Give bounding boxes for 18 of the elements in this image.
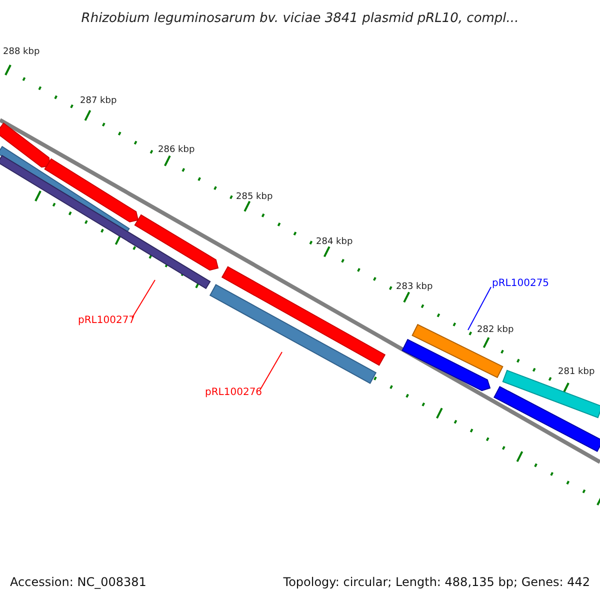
scale-label: 288 kbp: [3, 48, 40, 57]
gene-label: pRL100276: [205, 388, 262, 398]
diagram-title: Rhizobium leguminosarum bv. viciae 3841 plasmid pRL10, compl...: [80, 12, 520, 25]
leader-line: [260, 352, 282, 390]
gene-feature: [0, 154, 211, 290]
footer-text: Accession: NC_008381: [10, 576, 146, 588]
gene-label: pRL100275: [492, 279, 550, 289]
scale-label: 284 kbp: [316, 238, 353, 247]
footer-text: Topology: circular; Length: 488,135 bp; Genes: 442: [283, 576, 590, 588]
gene-feature: [209, 284, 377, 384]
scale-label: 282 kbp: [477, 326, 514, 335]
scale-label: 283 kbp: [396, 283, 433, 292]
leader-line: [132, 280, 156, 318]
leader-line: [468, 286, 492, 330]
gene-label: pRL100277: [78, 316, 136, 326]
scale-label: 281 kbp: [558, 368, 595, 377]
scale-label: 285 kbp: [236, 193, 273, 202]
scale-label: 287 kbp: [80, 97, 117, 106]
